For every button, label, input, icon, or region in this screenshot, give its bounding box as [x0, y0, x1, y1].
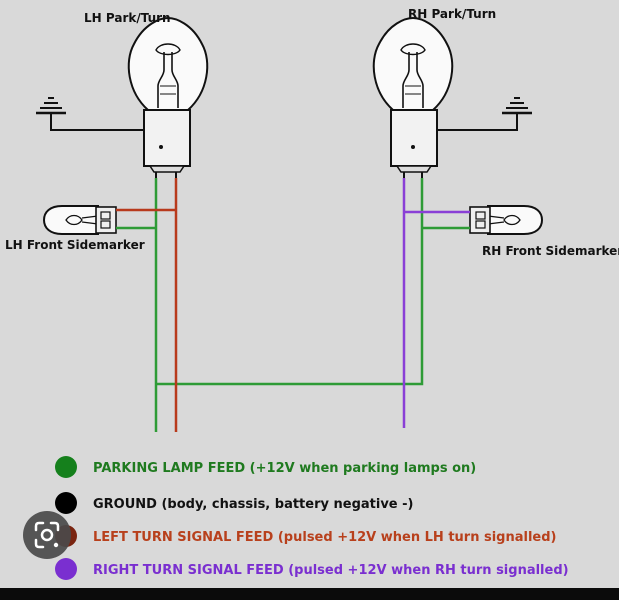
lens-search-icon[interactable]	[23, 511, 71, 559]
legend-dot-right-turn	[55, 558, 77, 580]
rh-park-turn-bulb	[372, 16, 454, 178]
lh-turn-feed-wire	[116, 178, 178, 432]
legend-text-parking: PARKING LAMP FEED (+12V when parking lam…	[93, 461, 476, 476]
lh-sidemarker-bulb	[42, 205, 117, 235]
rh-park-turn-label: RH Park/Turn	[408, 7, 496, 21]
legend-dot-parking	[55, 456, 77, 478]
lh-sidemarker-label: LH Front Sidemarker	[5, 238, 145, 252]
lh-park-turn-label: LH Park/Turn	[84, 11, 171, 25]
rh-turn-feed-wire	[402, 178, 470, 428]
rh-sidemarker-bulb	[469, 205, 544, 235]
lh-park-turn-bulb	[127, 16, 209, 178]
legend-text-right-turn: RIGHT TURN SIGNAL FEED (pulsed +12V when…	[93, 563, 569, 578]
legend-text-ground: GROUND (body, chassis, battery negative …	[93, 497, 413, 512]
legend: PARKING LAMP FEED (+12V when parking lam…	[55, 456, 569, 580]
legend-dot-ground	[55, 492, 77, 514]
rh-sidemarker-label: RH Front Sidemarker	[482, 244, 619, 258]
rh-ground-symbol	[437, 97, 532, 131]
parking-feed-wire	[116, 178, 470, 432]
legend-text-left-turn: LEFT TURN SIGNAL FEED (pulsed +12V when …	[93, 530, 557, 545]
lh-ground-symbol	[36, 97, 144, 131]
bottom-bar	[0, 588, 619, 600]
